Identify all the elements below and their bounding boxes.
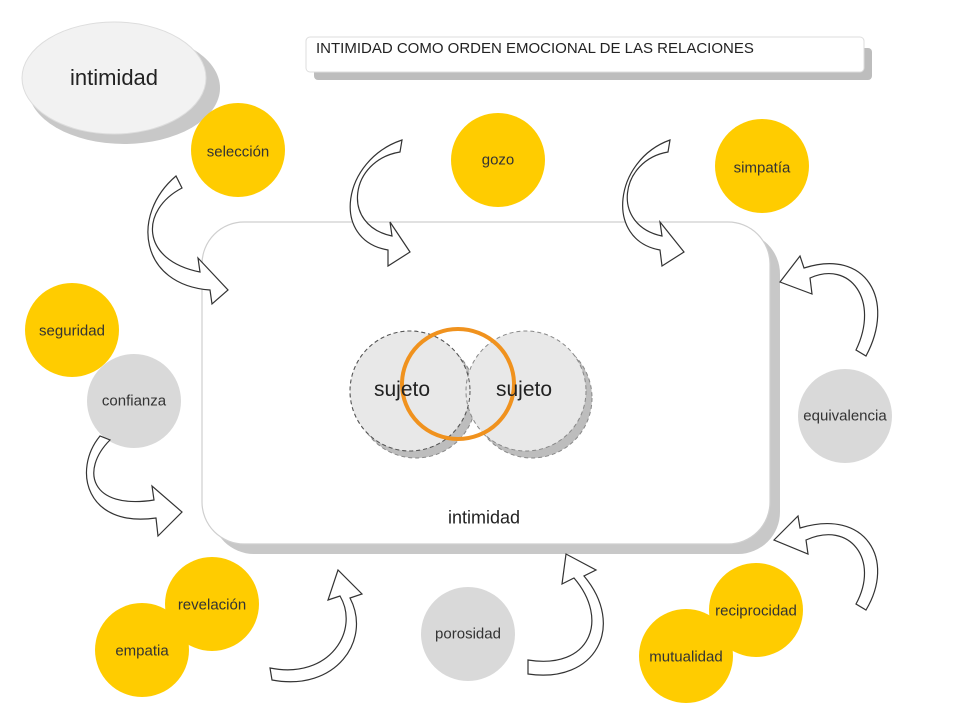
arrow-seleccion [147,175,229,306]
bubble-seguridad [25,283,119,377]
bubble-seleccion [191,103,285,197]
central-box-label: intimidad [447,507,521,528]
intimacy-ring [400,327,516,441]
intimidad-oval [21,21,220,144]
intimidad-oval-label: intimidad [69,65,159,90]
label-reciprocidad: reciprocidad [715,602,797,620]
arrow-revelacion [269,568,364,683]
bubble-confianza [87,354,181,448]
label-simpatia: simpatía [733,159,791,177]
bubble-gozo [451,113,545,207]
arrow-porosidad [527,553,604,676]
curved-arrows [86,139,879,683]
label-porosidad: porosidad [435,625,501,643]
label-seleccion: selección [206,143,270,161]
bubbles [25,103,892,703]
subject-label-left: sujeto [373,378,431,401]
bubble-mutualidad [639,609,733,703]
bubble-simpatia [715,119,809,213]
label-revelacion: revelación [177,596,247,614]
label-confianza: confianza [101,392,167,410]
bubble-empatia [95,603,189,697]
arrow-reciprocidad [772,514,879,611]
title-bar [305,36,872,80]
label-equivalencia: equivalencia [803,407,887,425]
label-seguridad: seguridad [39,322,105,340]
bubble-porosidad [421,587,515,681]
arrow-gozo [349,139,411,268]
arrow-confianza [86,435,183,538]
arrow-equivalencia-top [779,254,879,357]
bubble-equivalencia [798,369,892,463]
label-empatia: empatia [115,642,169,660]
bubble-revelacion [165,557,259,651]
subject-label-right: sujeto [495,378,553,401]
subject-circles [349,330,593,459]
arrow-simpatia [622,139,685,268]
label-mutualidad: mutualidad [649,648,723,666]
label-gozo: gozo [481,151,515,169]
bubble-reciprocidad [709,563,803,657]
page-title: INTIMIDAD COMO ORDEN EMOCIONAL DE LAS RE… [316,40,754,57]
